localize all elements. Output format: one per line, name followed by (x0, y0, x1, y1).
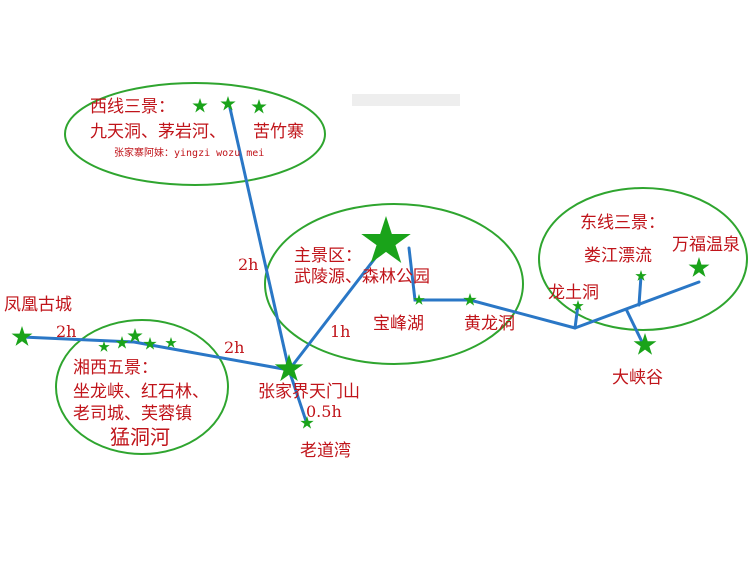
core-to-east-route-line (407, 246, 577, 330)
laodaowan-route-duration: 0.5h (306, 402, 342, 421)
laodaowan-route-line (287, 368, 309, 426)
west-star-2 (220, 96, 236, 111)
watermark-smudge (352, 94, 460, 106)
xiangxi-star-3 (127, 328, 143, 343)
core-star (361, 216, 411, 264)
west-title: 西线三景： (90, 97, 175, 117)
west-note: 张家寨阿妹：yingzi wozu mei (114, 146, 264, 159)
core-title: 主景区： (294, 246, 362, 266)
west-route-duration: 2h (238, 255, 258, 274)
west-site-kuzhuzhai: 苦竹寨 (253, 122, 304, 142)
east-title: 东线三景： (580, 213, 665, 233)
wanfu-star (688, 257, 710, 277)
core-sites: 武陵源、森林公园 (294, 267, 430, 287)
east-region-ellipse (538, 187, 748, 331)
loujiang-label: 娄江漂流 (584, 246, 652, 266)
xiangxi-region-ellipse (55, 319, 229, 455)
xiangxi-line3: 猛洞河 (110, 425, 170, 449)
east-branch-wanfu (573, 280, 701, 330)
west-region-ellipse (64, 82, 326, 186)
xiangxi-title: 湘西五景： (73, 358, 158, 378)
laodaowan-label: 老道湾 (300, 441, 351, 461)
west-sites: 九天洞、茅岩河、 (90, 122, 226, 142)
east-branch-loujiang (637, 274, 643, 307)
west-star-3 (251, 99, 267, 114)
east-branch-longshi (573, 303, 580, 330)
baofeng-label: 宝峰湖 (373, 314, 424, 334)
xiangxi-star-1 (98, 341, 110, 352)
xiangxi-route-line (132, 340, 291, 372)
west-star-1 (192, 98, 208, 113)
xiangxi-line1: 坐龙峡、红石林、 (73, 382, 209, 402)
xiangxi-star-5 (165, 337, 177, 348)
tianmen-label: 张家界天门山 (258, 382, 360, 402)
core-route-duration: 1h (330, 322, 350, 341)
huanglong-label: 黄龙洞 (464, 314, 515, 334)
core-route-line (287, 242, 388, 372)
west-route-line (228, 106, 291, 372)
wanfu-label: 万福温泉 (672, 235, 740, 255)
fenghuang-route-line (20, 335, 136, 344)
xiangxi-line2: 老司城、芙蓉镇 (73, 404, 192, 424)
fenghuang-route-duration: 2h (56, 322, 76, 341)
core-region-ellipse (264, 203, 524, 365)
east-branch-daxia (625, 309, 645, 346)
longshi-label: 龙土洞 (548, 283, 599, 303)
daxia-label: 大峡谷 (612, 368, 663, 388)
daxia-star (633, 333, 657, 355)
route-lines (20, 106, 701, 426)
fenghuang-label: 凤凰古城 (4, 295, 72, 315)
xiangxi-route-duration: 2h (224, 338, 244, 357)
